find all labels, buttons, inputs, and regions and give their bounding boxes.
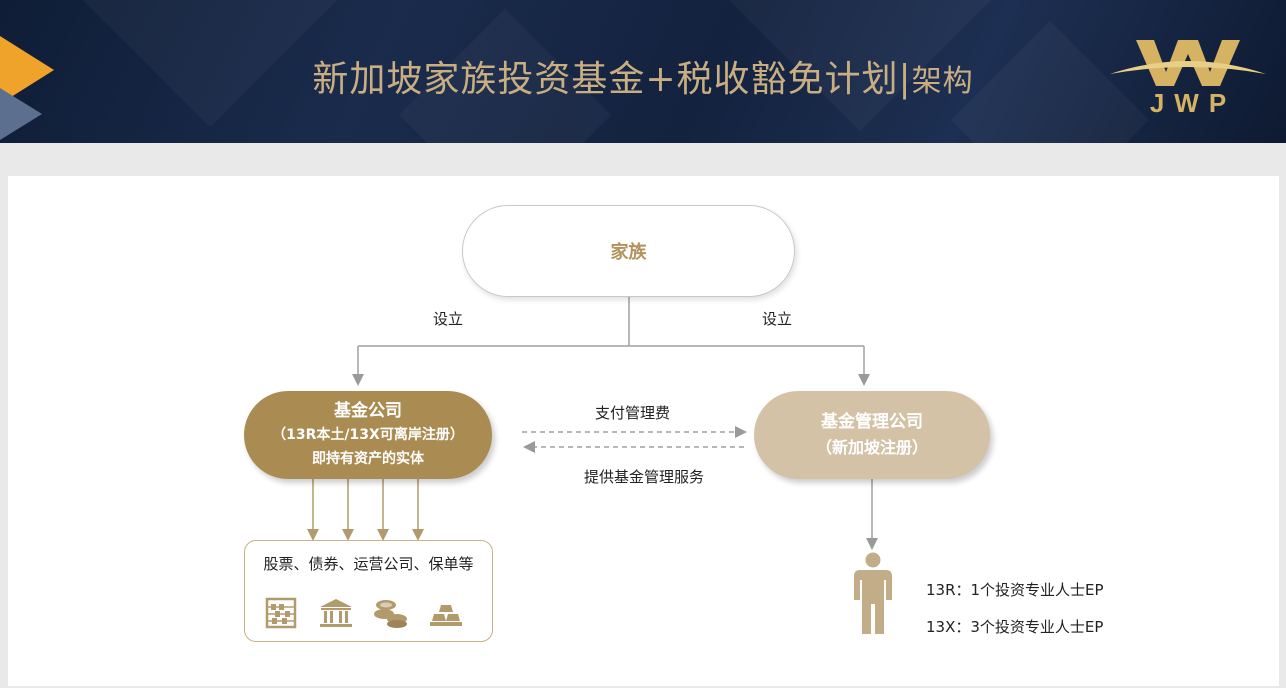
family-node: 家族 — [462, 205, 795, 297]
fund-company-node: 基金公司 （13R本土/13X可离岸注册） 即持有资产的实体 — [244, 391, 492, 479]
fund-company-title: 基金公司 — [334, 401, 402, 421]
ep-requirement-13r: 13R：1个投资专业人士EP — [926, 581, 1104, 599]
page-title-main: 新加坡家族投资基金+税收豁免计划 — [312, 59, 899, 100]
header-banner: 新加坡家族投资基金+税收豁免计划|架构 JWP — [0, 0, 1286, 143]
page-title: 新加坡家族投资基金+税收豁免计划|架构 — [312, 59, 974, 100]
bank-icon — [320, 599, 352, 627]
fund-company-role: 即持有资产的实体 — [312, 451, 424, 467]
assets-box: 股票、债券、运营公司、保单等 — [244, 540, 493, 642]
blue-triangle-decoration — [0, 88, 42, 140]
management-company-node: 基金管理公司 （新加坡注册） — [754, 391, 990, 479]
management-company-title: 基金管理公司 — [821, 412, 923, 432]
setup-left-label: 设立 — [433, 310, 464, 328]
jwp-logo-icon — [1110, 40, 1266, 86]
abacus-icon — [265, 597, 297, 629]
setup-right-label: 设立 — [762, 310, 793, 328]
management-company-registration: （新加坡注册） — [815, 438, 928, 457]
page-title-suffix: 架构 — [911, 64, 974, 99]
gold-bars-icon — [430, 605, 462, 626]
ep-requirement-13x: 13X：3个投资专业人士EP — [926, 618, 1104, 636]
pay-fee-label: 支付管理费 — [595, 404, 671, 422]
coins-icon — [374, 600, 407, 628]
person-icon — [854, 552, 892, 634]
family-label: 家族 — [610, 242, 647, 263]
logo-text: JWP — [1149, 88, 1237, 118]
provide-service-label: 提供基金管理服务 — [584, 468, 705, 486]
assets-label: 股票、债券、运营公司、保单等 — [263, 555, 474, 573]
fund-company-registration: （13R本土/13X可离岸注册） — [272, 427, 464, 443]
